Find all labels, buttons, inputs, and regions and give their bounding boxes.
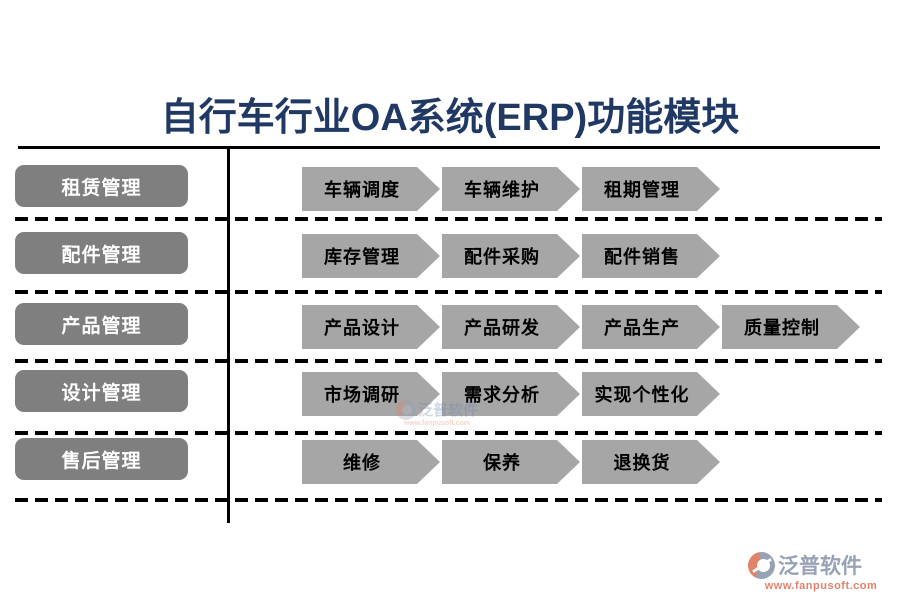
process-step-arrow: 租期管理 bbox=[582, 167, 720, 211]
process-step-arrow: 市场调研 bbox=[302, 372, 440, 416]
process-step-arrow: 质量控制 bbox=[722, 305, 860, 349]
watermark-url-text: www.fanpusoft.com bbox=[403, 420, 471, 427]
process-step-arrow: 库存管理 bbox=[302, 234, 440, 278]
process-arrows-aftersales: 维修 保养 退换货 bbox=[302, 440, 720, 484]
process-step-arrow: 产品设计 bbox=[302, 305, 440, 349]
module-row-design: 设计管理 市场调研 需求分析 实现个性化 bbox=[0, 370, 900, 416]
process-step-arrow: 实现个性化 bbox=[582, 372, 720, 416]
module-row-aftersales: 售后管理 维修 保养 退换货 bbox=[0, 438, 900, 484]
process-step-arrow: 产品生产 bbox=[582, 305, 720, 349]
fanpu-logo: 泛普软件 www.fanpusoft.com bbox=[748, 550, 894, 592]
fanpu-logo-icon bbox=[748, 551, 775, 579]
process-step-arrow: 产品研发 bbox=[442, 305, 580, 349]
process-step-arrow: 配件销售 bbox=[582, 234, 720, 278]
row-separator-dashed-line bbox=[15, 217, 882, 221]
watermark-brand-text: 泛普软件 bbox=[418, 402, 479, 419]
process-arrows-design: 市场调研 需求分析 实现个性化 bbox=[302, 372, 720, 416]
brand-url-text: www.fanpusoft.com bbox=[764, 580, 878, 592]
row-separator-dashed-line bbox=[15, 359, 882, 363]
column-divider-line bbox=[227, 146, 230, 523]
fanpu-logo-icon bbox=[396, 399, 416, 420]
module-button-rental: 租赁管理 bbox=[15, 165, 188, 207]
process-step-arrow: 退换货 bbox=[582, 440, 720, 484]
process-step-arrow: 维修 bbox=[302, 440, 440, 484]
module-row-rental: 租赁管理 车辆调度 车辆维护 租期管理 bbox=[0, 165, 900, 211]
process-arrows-rental: 车辆调度 车辆维护 租期管理 bbox=[302, 167, 720, 211]
module-button-product: 产品管理 bbox=[15, 303, 188, 345]
row-separator-dashed-line bbox=[15, 498, 882, 502]
process-arrows-parts: 库存管理 配件采购 配件销售 bbox=[302, 234, 720, 278]
module-button-parts: 配件管理 bbox=[15, 232, 188, 274]
row-separator-dashed-line bbox=[15, 431, 882, 435]
row-separator-dashed-line bbox=[15, 290, 882, 294]
process-step-arrow: 车辆维护 bbox=[442, 167, 580, 211]
process-arrows-product: 产品设计 产品研发 产品生产 质量控制 bbox=[302, 305, 860, 349]
process-step-arrow: 车辆调度 bbox=[302, 167, 440, 211]
header-divider-line bbox=[18, 146, 880, 149]
process-step-arrow: 需求分析 bbox=[442, 372, 580, 416]
process-step-arrow: 保养 bbox=[442, 440, 580, 484]
module-row-product: 产品管理 产品设计 产品研发 产品生产 质量控制 bbox=[0, 303, 900, 349]
module-button-design: 设计管理 bbox=[15, 370, 188, 412]
fanpu-watermark: 泛普软件 www.fanpusoft.com bbox=[396, 399, 478, 427]
process-step-arrow: 配件采购 bbox=[442, 234, 580, 278]
module-row-parts: 配件管理 库存管理 配件采购 配件销售 bbox=[0, 232, 900, 278]
page-title: 自行车行业OA系统(ERP)功能模块 bbox=[160, 97, 740, 139]
brand-name-text: 泛普软件 bbox=[778, 555, 862, 578]
module-button-aftersales: 售后管理 bbox=[15, 438, 188, 480]
